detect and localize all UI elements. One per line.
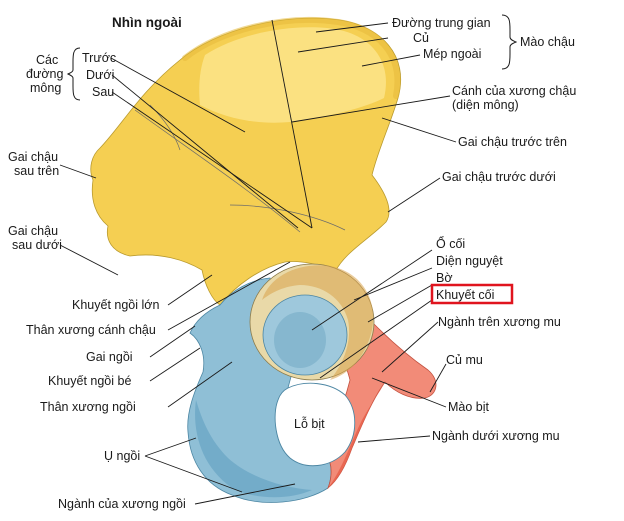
label-than-xuong-canh-chau: Thân xương cánh chậu xyxy=(26,323,156,337)
ilium-wing-highlight xyxy=(199,27,386,123)
ischial-tuberosity-shade xyxy=(195,400,312,498)
label-nganh-duoi-xuong-mu: Ngành dưới xương mu xyxy=(432,429,560,443)
hip-bone-illustration xyxy=(90,16,437,503)
label-mep-ngoai: Mép ngoài xyxy=(423,47,481,61)
label-than-xuong-ngoi: Thân xương ngồi xyxy=(40,400,136,414)
label-u-ngoi: Ụ ngồi xyxy=(104,449,140,463)
label-cu: Củ xyxy=(413,31,429,45)
label-mao-chau: Mào chậu xyxy=(520,35,575,49)
label-gai-ngoi: Gai ngồi xyxy=(86,350,133,364)
label-khuyet-ngoi-lon: Khuyết ngồi lớn xyxy=(72,298,159,312)
label-duoi: Dưới xyxy=(86,68,114,82)
label-o-coi: Ổ cối xyxy=(436,236,465,251)
pubis-lower-shade xyxy=(328,382,385,488)
label-nganh-tren-xuong-mu: Ngành trên xương mu xyxy=(438,315,561,329)
label-gai-chau-sau-tren-line1: Gai chậu xyxy=(8,150,58,164)
label-khuyet-coi: Khuyết cối xyxy=(436,288,494,302)
label-dien-nguyet: Diện nguyệt xyxy=(436,254,503,268)
label-khuyet-ngoi-be: Khuyết ngồi bé xyxy=(48,374,131,388)
label-lo-bit: Lỗ bịt xyxy=(294,416,325,431)
label-duong-mong-line2: đường xyxy=(26,67,63,81)
label-duong-mong-line1: Các xyxy=(36,53,58,67)
label-duong-mong-line3: mông xyxy=(30,81,61,95)
label-cu-mu: Củ mu xyxy=(446,353,483,367)
acetabular-fossa-inner xyxy=(274,312,326,368)
label-gai-chau-sau-duoi-line2: sau dưới xyxy=(12,238,62,252)
obturator-foramen xyxy=(274,382,356,467)
inferior-gluteal-line xyxy=(229,204,346,231)
label-truoc: Trước xyxy=(82,51,116,65)
duong-mong-brace xyxy=(66,47,81,101)
label-mao-bit: Mào bịt xyxy=(448,400,490,414)
khuyet-coi-highlight-box xyxy=(430,283,514,305)
label-gai-chau-truoc-tren: Gai chậu trước trên xyxy=(458,135,567,149)
lunate-surface xyxy=(262,265,374,380)
mao-chau-brace xyxy=(501,14,518,70)
label-duong-trung-gian: Đường trung gian xyxy=(392,16,491,30)
label-gai-chau-sau-tren-line2: sau trên xyxy=(14,164,59,178)
label-canh-xuong-chau-line2: (diện mông) xyxy=(452,98,519,112)
label-sau: Sau xyxy=(92,85,114,99)
leader-lines xyxy=(59,19,457,505)
anterior-gluteal-line xyxy=(134,109,301,233)
label-nganh-xuong-ngoi: Ngành của xương ngồi xyxy=(58,497,186,511)
label-bo: Bờ xyxy=(436,271,453,285)
label-canh-xuong-chau-line1: Cánh của xương chậu xyxy=(452,84,576,98)
label-gai-chau-sau-duoi-line1: Gai chậu xyxy=(8,224,58,238)
figure-title: Nhìn ngoài xyxy=(112,15,182,30)
label-gai-chau-truoc-duoi: Gai chậu trước dưới xyxy=(442,170,556,184)
